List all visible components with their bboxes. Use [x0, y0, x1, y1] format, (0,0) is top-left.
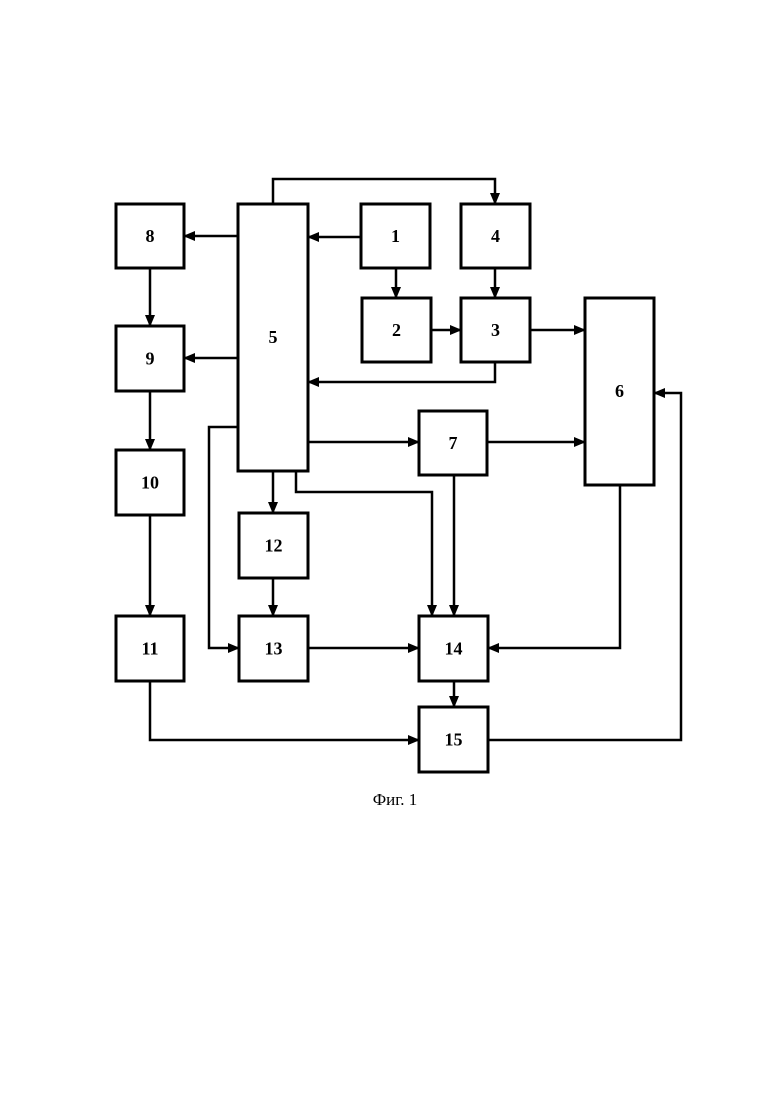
block-14-label: 14 [445, 639, 463, 659]
block-2: 2 [362, 298, 431, 362]
wire-5-to-14 [296, 471, 432, 616]
block-13: 13 [239, 616, 308, 681]
block-14: 14 [419, 616, 488, 681]
block-13-label: 13 [265, 639, 283, 659]
block-11: 11 [116, 616, 184, 681]
block-10: 10 [116, 450, 184, 515]
block-5-label: 5 [269, 327, 278, 347]
block-11-label: 11 [141, 639, 158, 659]
block-9: 9 [116, 326, 184, 391]
block-10-label: 10 [141, 473, 159, 493]
block-7-label: 7 [449, 433, 458, 453]
block-12-label: 12 [265, 536, 283, 556]
block-12: 12 [239, 513, 308, 578]
block-2-label: 2 [392, 320, 401, 340]
block-9-label: 9 [146, 349, 155, 369]
wire-5-to-13 [209, 427, 239, 648]
block-5: 5 [238, 204, 308, 471]
block-7: 7 [419, 411, 487, 475]
wire-3-to-5 [308, 362, 495, 382]
block-15-label: 15 [445, 730, 463, 750]
block-8-label: 8 [146, 226, 155, 246]
block-6: 6 [585, 298, 654, 485]
block-15: 15 [419, 707, 488, 772]
wire-5-to-4 [273, 179, 495, 204]
block-3: 3 [461, 298, 530, 362]
block-4: 4 [461, 204, 530, 268]
block-4-label: 4 [491, 226, 500, 246]
wire-11-to-15 [150, 681, 419, 740]
block-1: 1 [361, 204, 430, 268]
block-8: 8 [116, 204, 184, 268]
block-6-label: 6 [615, 381, 624, 401]
block-1-label: 1 [391, 226, 400, 246]
figure-caption: Фиг. 1 [340, 790, 450, 810]
wire-6-to-14 [488, 485, 620, 648]
block-3-label: 3 [491, 320, 500, 340]
